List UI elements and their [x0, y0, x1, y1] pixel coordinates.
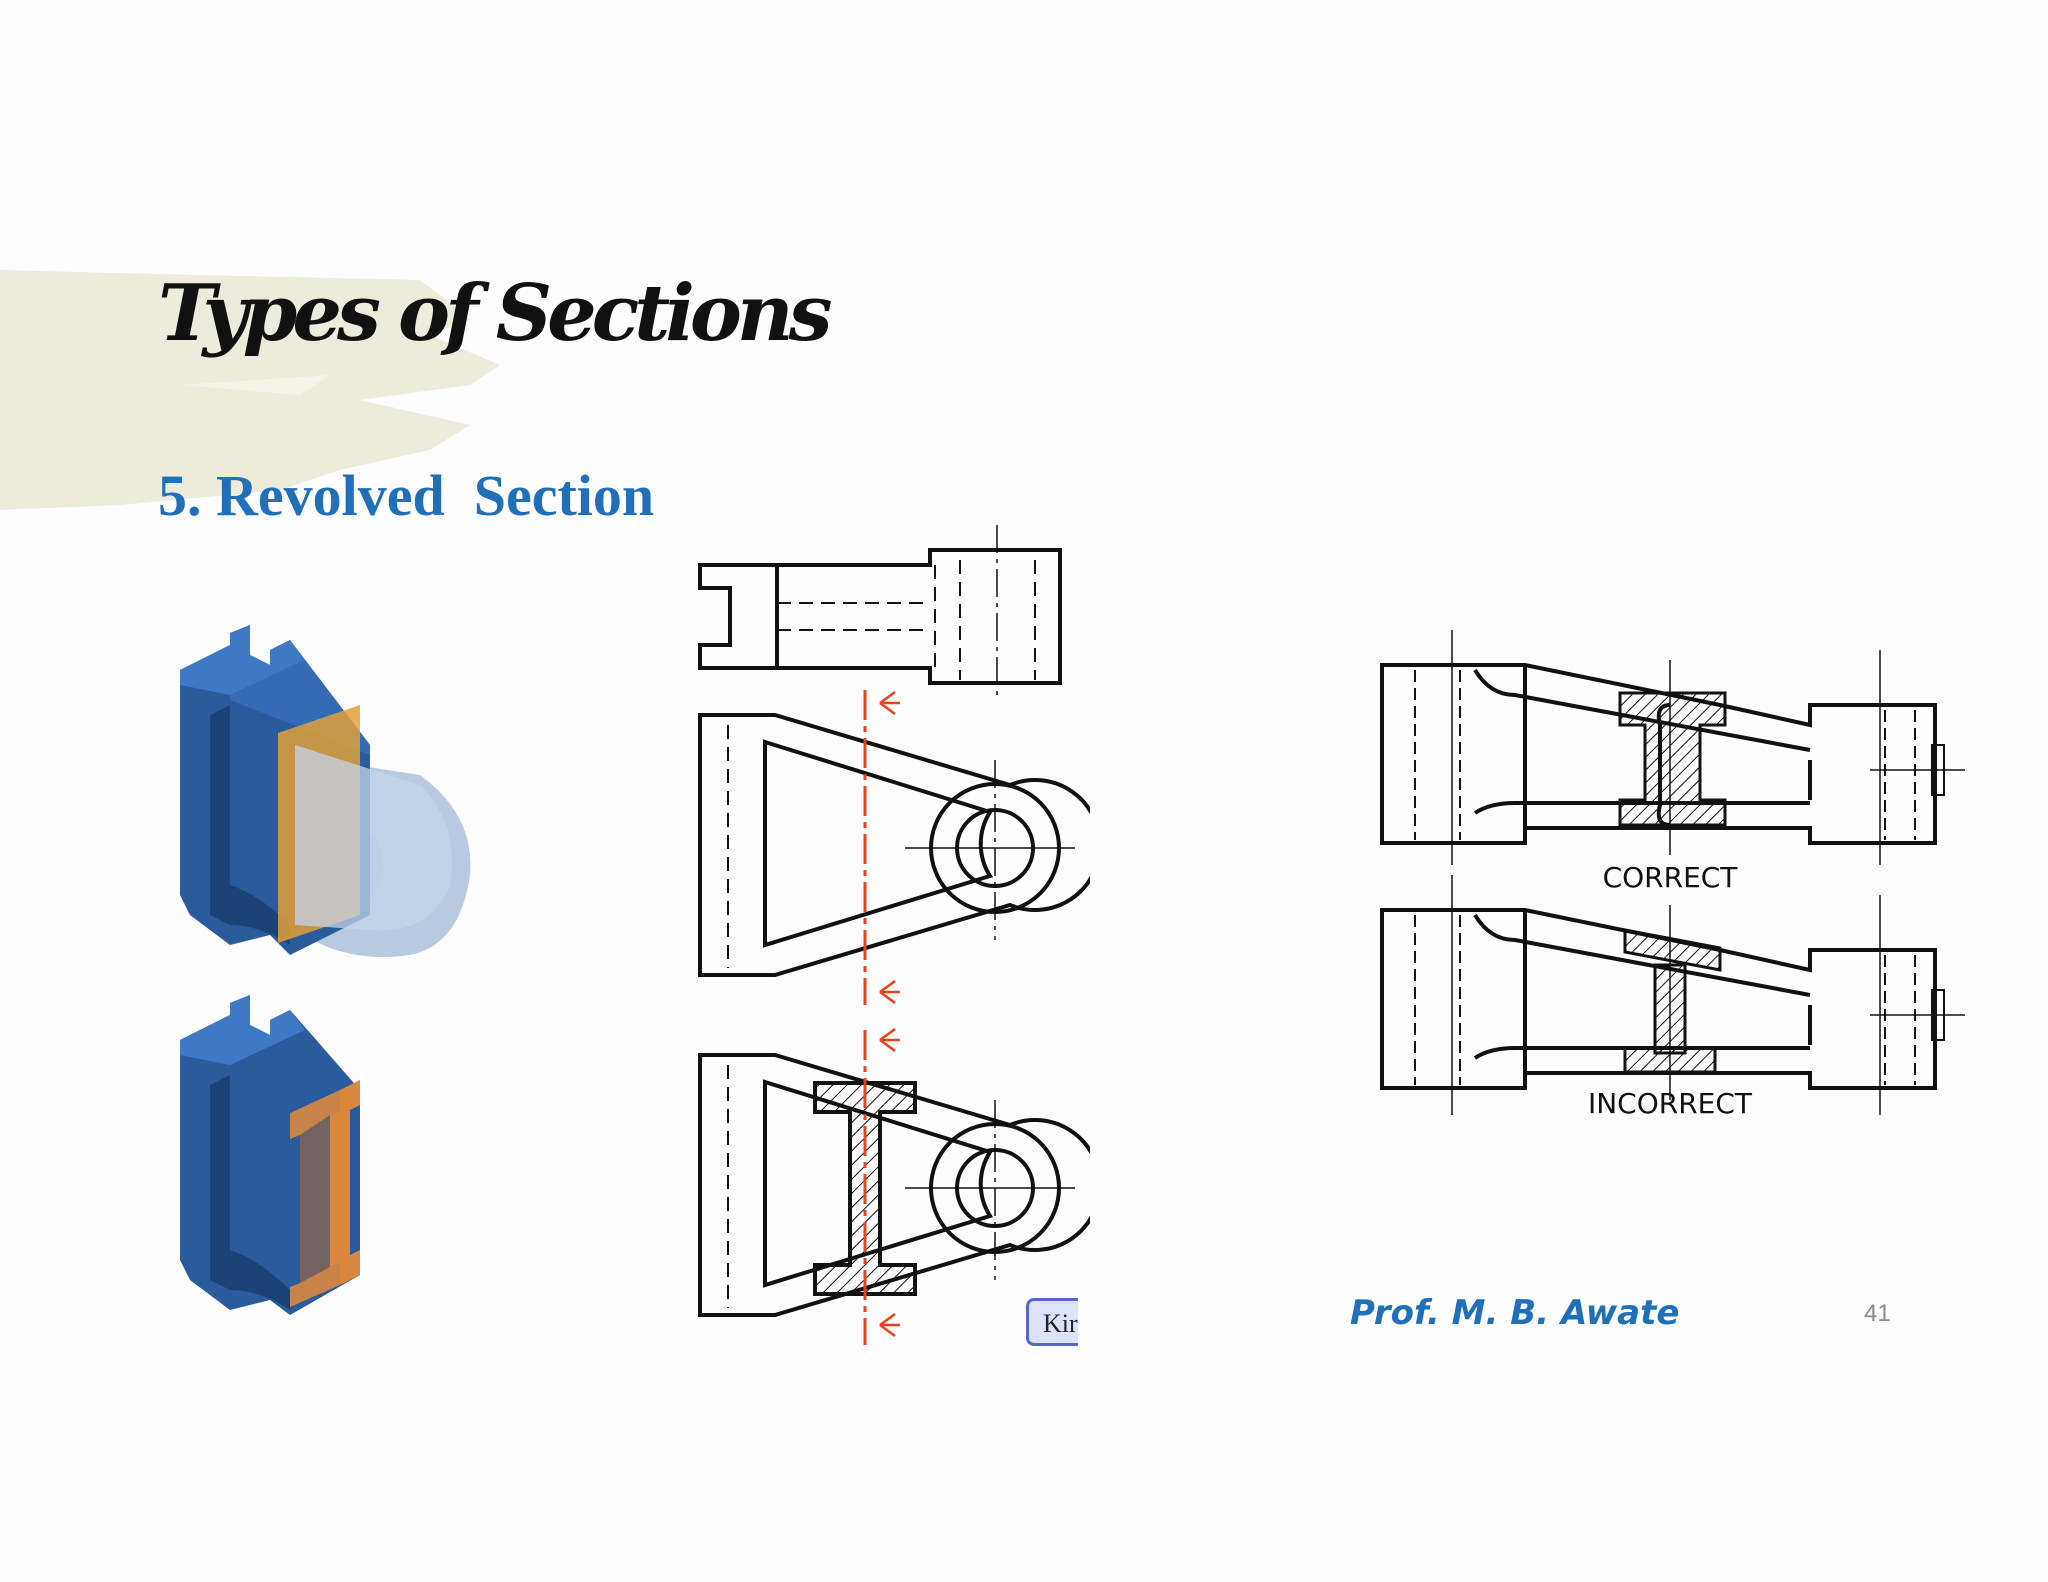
watermark-button[interactable]: Kir [1026, 1298, 1078, 1346]
slide-subtitle: 5. Revolved Section [158, 463, 655, 528]
brush-stroke-decoration [0, 270, 500, 510]
label-correct: CORRECT [1603, 861, 1739, 894]
page-number: 41 [1864, 1300, 1891, 1327]
slide-title: Types of Sections [158, 268, 833, 359]
model-3d-sectioned [180, 995, 360, 1315]
correct-incorrect-drawings: CORRECT INCORRECT [1380, 630, 1965, 1120]
orthographic-views [698, 525, 1090, 1345]
label-incorrect: INCORRECT [1588, 1087, 1753, 1120]
model-3d-with-cutting-plane [180, 625, 471, 957]
author-credit: Prof. M. B. Awate [1350, 1293, 1680, 1333]
